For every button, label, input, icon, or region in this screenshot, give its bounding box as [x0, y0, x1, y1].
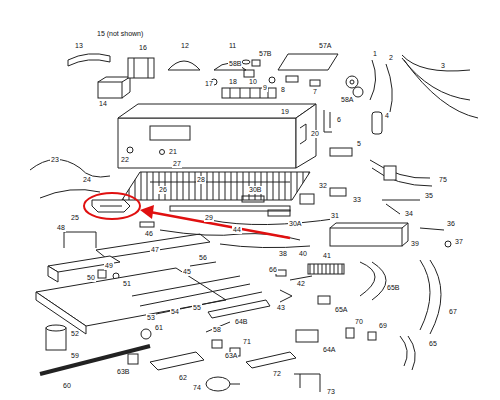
callout-number: 64A [322, 346, 336, 354]
callout-number: 65A [334, 306, 348, 314]
callout-number: 65B [386, 284, 400, 292]
callout-number: 30A [288, 220, 302, 228]
callout-number: 58B [228, 60, 242, 68]
callout-number: 63A [224, 352, 238, 360]
callout-number: 6 [336, 116, 342, 124]
callout-number: 22 [120, 156, 130, 164]
callout-number: 1 [372, 50, 378, 58]
callout-number: 45 [182, 268, 192, 276]
callout-number: 61 [154, 324, 164, 332]
callout-number: 38 [278, 250, 288, 258]
callout-number: 58 [212, 326, 222, 334]
callout-number: 70 [354, 318, 364, 326]
callout-number: 69 [378, 322, 388, 330]
callout-number: 30B [248, 186, 262, 194]
callout-number: 75 [438, 176, 448, 184]
callout-number: 26 [158, 186, 168, 194]
callout-number: 9 [262, 84, 268, 92]
callout-number: 8 [280, 86, 286, 94]
callout-number: 42 [296, 280, 306, 288]
callout-number: 58A [340, 96, 354, 104]
callout-number: 56 [198, 254, 208, 262]
callout-number: 65 [428, 340, 438, 348]
callout-number: 48 [56, 224, 66, 232]
callout-number: 16 [138, 44, 148, 52]
callout-number: 29 [204, 214, 214, 222]
callout-number: 40 [298, 250, 308, 258]
callout-number: 64B [234, 318, 248, 326]
callout-number: 36 [446, 220, 456, 228]
callout-number: 7 [312, 88, 318, 96]
callout-number: 27 [172, 160, 182, 168]
callout-number: 25 [70, 214, 80, 222]
callout-number: 35 [424, 192, 434, 200]
callout-number: 57A [318, 42, 332, 50]
callout-number: 39 [410, 240, 420, 248]
callout-number: 72 [272, 370, 282, 378]
callout-number: 60 [62, 382, 72, 390]
callout-number: 50 [86, 274, 96, 282]
callout-number: 51 [122, 280, 132, 288]
callout-number: 63B [116, 368, 130, 376]
callout-number: 24 [82, 176, 92, 184]
callout-number: 18 [228, 78, 238, 86]
callout-number: 57B [258, 50, 272, 58]
callout-number: 62 [178, 374, 188, 382]
callout-number: 44 [232, 226, 242, 234]
callout-number: 74 [192, 384, 202, 392]
callout-number: 53 [146, 314, 156, 322]
callout-number: 67 [448, 308, 458, 316]
callout-number: 54 [170, 308, 180, 316]
callout-number: 12 [180, 42, 190, 50]
callout-number: 46 [144, 230, 154, 238]
callout-number: 5 [356, 140, 362, 148]
callout-number: 17 [204, 80, 214, 88]
callout-number: 3 [440, 62, 446, 70]
callout-number: 43 [276, 304, 286, 312]
callout-number: 47 [150, 246, 160, 254]
callout-number: 33 [352, 196, 362, 204]
callout-number: 34 [404, 210, 414, 218]
callout-number: 37 [454, 238, 464, 246]
callout-number: 10 [248, 78, 258, 86]
callout-number: 15 (not shown) [96, 30, 144, 38]
callout-number: 73 [326, 388, 336, 396]
callout-number: 11 [228, 42, 237, 50]
callout-number: 71 [242, 338, 252, 346]
callout-number: 2 [388, 54, 394, 62]
callout-number: 66 [268, 266, 278, 274]
callout-number: 31 [330, 212, 340, 220]
callout-number: 13 [74, 42, 84, 50]
callout-number: 21 [168, 148, 178, 156]
callout-number: 49 [104, 262, 114, 270]
callout-number: 55 [192, 304, 202, 312]
callout-number: 59 [70, 352, 80, 360]
callout-number: 28 [196, 176, 206, 184]
callout-number: 20 [310, 130, 320, 138]
callout-number: 41 [322, 252, 332, 260]
callout-number: 4 [384, 112, 390, 120]
callout-number: 32 [318, 182, 328, 190]
callout-number: 14 [98, 100, 108, 108]
callout-number: 19 [280, 108, 290, 116]
callout-number: 23 [50, 156, 60, 164]
callout-number: 52 [70, 330, 80, 338]
